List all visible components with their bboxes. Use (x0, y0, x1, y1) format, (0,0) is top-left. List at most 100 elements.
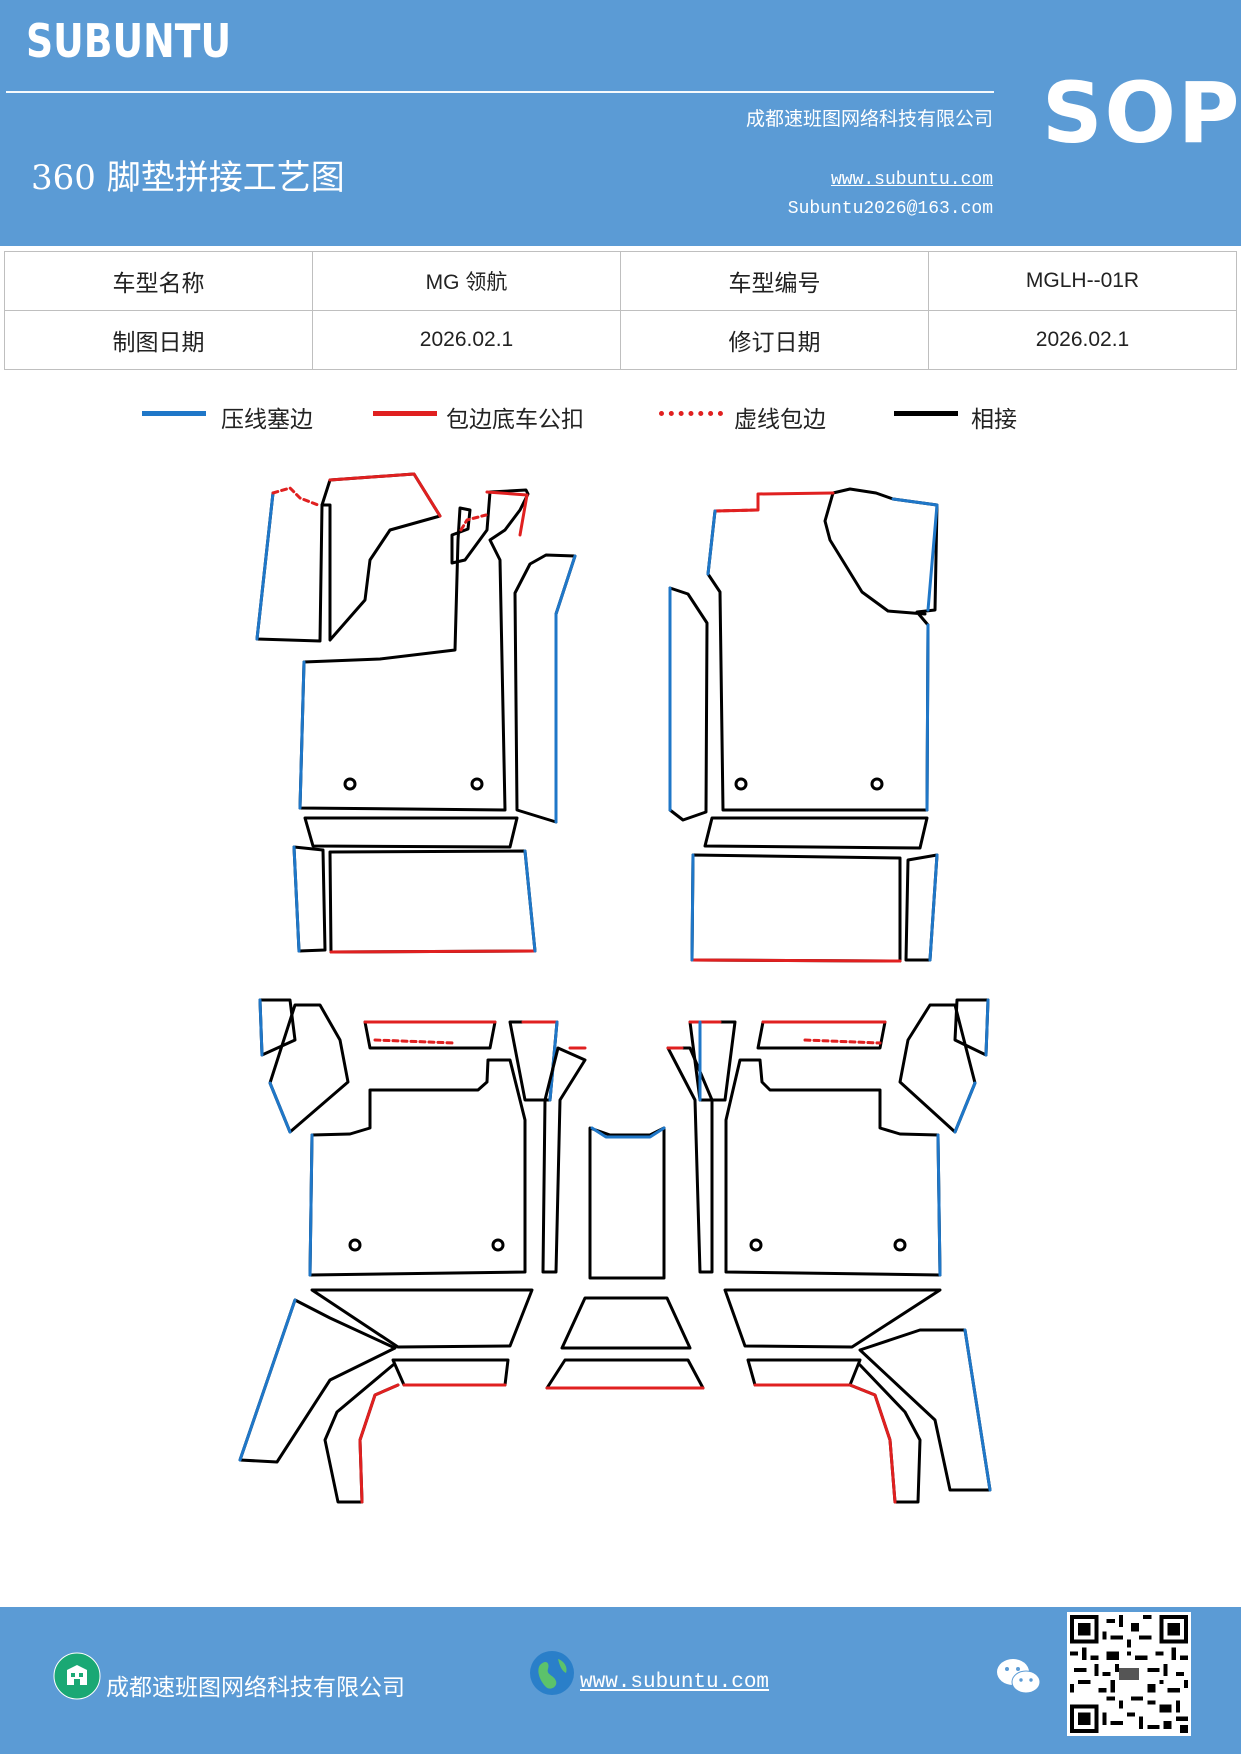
mat-piece (308, 1133, 314, 1277)
mat-piece (238, 1298, 297, 1462)
mat-piece (746, 1358, 862, 1387)
legend-label: 虚线包边 (734, 407, 826, 433)
mat-piece (723, 1288, 942, 1349)
mat-piece (298, 488, 530, 812)
document-title: 360 脚垫拼接工艺图 (31, 158, 345, 198)
front-right-mat-group (668, 487, 939, 963)
mat-piece (363, 1020, 497, 1050)
mat-hole (734, 777, 748, 791)
mat-piece (320, 472, 442, 642)
mat-piece (485, 490, 529, 537)
legend-label: 相接 (971, 407, 1017, 433)
mat-piece (255, 491, 275, 641)
mat-piece (713, 491, 835, 513)
mat-piece (328, 472, 442, 518)
mat-piece (459, 513, 488, 532)
draw-date-label: 制图日期 (4, 310, 313, 370)
mat-piece (925, 623, 930, 812)
mat-piece (328, 849, 537, 954)
mat-piece (724, 1058, 942, 1277)
email-address: Subuntu2026@163.com (787, 199, 993, 219)
mat-piece (756, 1020, 887, 1050)
mat-piece (936, 1133, 942, 1277)
table-row: 制图日期 2026.02.1 修订日期 2026.02.1 (4, 310, 1237, 370)
brand-logo: SUBUNTU (26, 14, 232, 68)
model-code-label: 车型编号 (620, 251, 929, 311)
mat-piece (928, 853, 939, 962)
header-divider (6, 91, 994, 93)
mat-piece (329, 949, 537, 954)
sop-badge: SOP (1042, 64, 1241, 162)
mat-piece (953, 1081, 977, 1134)
mat-piece (523, 849, 537, 953)
mat-piece (560, 1296, 692, 1350)
revise-date-value: 2026.02.1 (928, 310, 1237, 370)
building-icon (53, 1652, 101, 1700)
mat-piece (513, 553, 577, 824)
mat-piece (690, 853, 902, 963)
mat-hole (749, 1238, 763, 1252)
model-name-label: 车型名称 (4, 251, 313, 311)
mat-piece (706, 509, 717, 576)
mat-hole (343, 777, 357, 791)
front-left-mat-group (255, 472, 577, 954)
revise-date-label: 修订日期 (620, 310, 929, 370)
wechat-icon (997, 1659, 1041, 1694)
legend: 压线塞边 包边底车公扣 虚线包边 相接 (0, 400, 1241, 440)
mat-piece (545, 1358, 705, 1390)
model-name-value: MG 领航 (312, 251, 621, 311)
mat-piece (590, 1126, 666, 1139)
mat-piece (358, 1383, 400, 1504)
center-mat-group (541, 1046, 714, 1390)
legend-swatch-black (894, 411, 958, 416)
legend-label: 压线塞边 (221, 407, 313, 433)
mat-piece (308, 1058, 527, 1277)
legend-swatch-blue (142, 411, 206, 416)
mat-piece (373, 1038, 457, 1045)
mat-piece (803, 1038, 882, 1045)
header-banner: SUBUNTU 成都速班图网络科技有限公司 360 脚垫拼接工艺图 www.su… (0, 0, 1241, 246)
mat-piece (706, 487, 939, 812)
legend-swatch-red (373, 411, 437, 416)
mat-piece (690, 958, 902, 963)
mat-piece (668, 586, 709, 822)
company-name: 成都速班图网络科技有限公司 (745, 108, 993, 130)
mat-hole (491, 1238, 505, 1252)
mat-piece (963, 1328, 992, 1492)
mat-piece (303, 816, 519, 849)
footer-company: 成都速班图网络科技有限公司 (106, 1675, 405, 1701)
draw-date-value: 2026.02.1 (312, 310, 621, 370)
mat-piece (690, 853, 695, 962)
mat-piece (891, 497, 939, 612)
info-table: 车型名称 MG 领航 车型编号 MGLH--01R 制图日期 2026.02.1… (4, 251, 1237, 370)
mat-piece (713, 508, 760, 513)
mat-piece (984, 998, 990, 1057)
mat-piece (666, 1046, 714, 1274)
mat-piece (292, 845, 301, 953)
mat-hole (470, 777, 484, 791)
mat-piece (848, 1383, 897, 1504)
mat-piece (541, 1046, 587, 1274)
qr-code-pattern (1070, 1615, 1188, 1733)
mat-piece (255, 491, 324, 643)
legend-label: 包边底车公扣 (446, 407, 584, 433)
mat-piece (703, 816, 929, 850)
footer-banner: 成都速班图网络科技有限公司 www.subuntu.com (0, 1607, 1241, 1754)
mat-piece (310, 1288, 534, 1349)
legend-swatch-red-dotted (659, 411, 723, 416)
mat-piece (271, 486, 320, 507)
mat-piece (391, 1358, 510, 1387)
mat-piece (554, 554, 577, 824)
mat-hole (348, 1238, 362, 1252)
globe-icon (530, 1651, 574, 1695)
mat-piece (588, 1126, 666, 1280)
footer-website-link[interactable]: www.subuntu.com (580, 1671, 770, 1694)
mat-hole (870, 777, 884, 791)
mat-piece (848, 1363, 922, 1504)
qr-code (1067, 1612, 1191, 1736)
mat-piece (258, 998, 264, 1057)
mat-piece (258, 998, 297, 1057)
website-link[interactable]: www.subuntu.com (830, 170, 993, 190)
mat-piece (268, 1081, 292, 1134)
